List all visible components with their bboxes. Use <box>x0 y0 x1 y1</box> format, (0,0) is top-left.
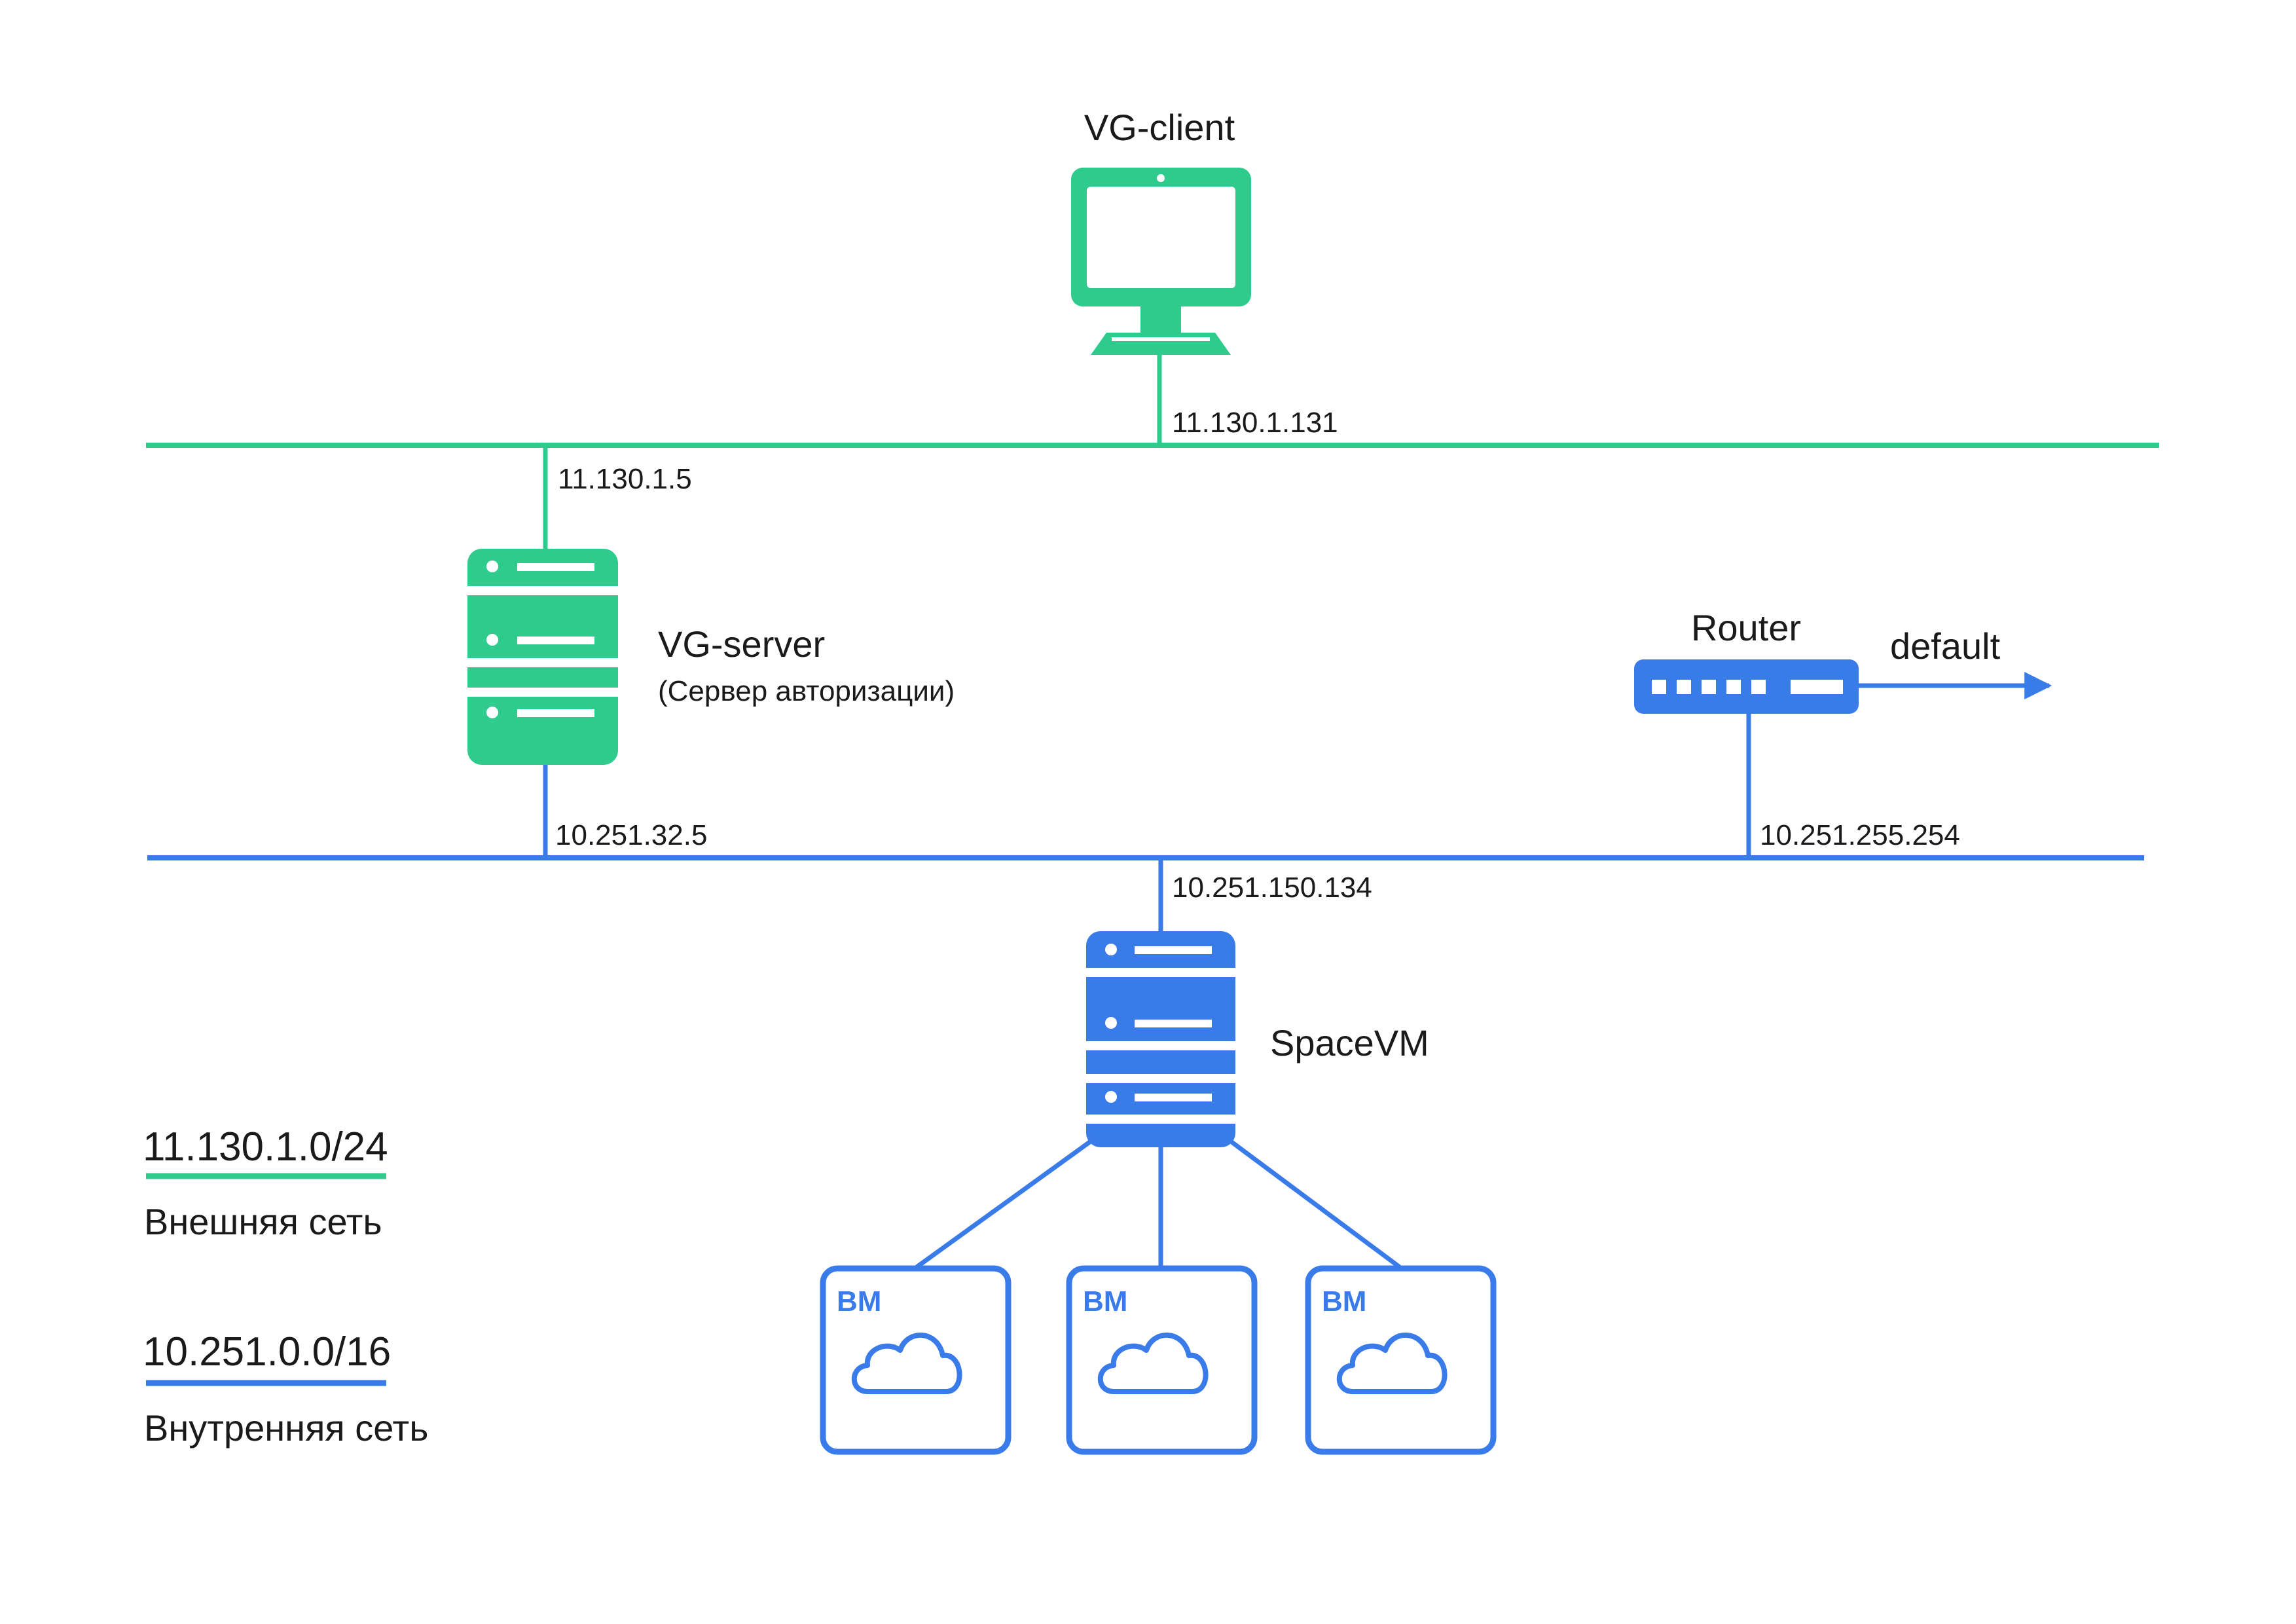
vm-link-3 <box>1226 1137 1402 1269</box>
cloud-icon <box>851 1333 962 1394</box>
legend-internal: 10.251.0.0/16 Внутренняя сеть <box>143 1329 428 1449</box>
router-name: Router <box>1691 607 1801 648</box>
vg-client-node[interactable]: VG-client <box>1071 107 1251 355</box>
vg-server-name: VG-server <box>658 623 825 665</box>
spacevm-node[interactable]: SpaceVM <box>1086 931 1429 1147</box>
vm-label: ВМ <box>1322 1285 1366 1318</box>
server-icon <box>1086 931 1235 1147</box>
legend-external-subnet: 11.130.1.0/24 <box>143 1124 388 1170</box>
monitor-icon <box>1071 168 1251 355</box>
router-node[interactable]: Router <box>1634 607 1859 714</box>
vm-node-3[interactable]: ВМ <box>1305 1265 1497 1455</box>
vm-label: ВМ <box>837 1285 881 1318</box>
vm-node-1[interactable]: ВМ <box>820 1265 1011 1455</box>
legend-internal-name: Внутренняя сеть <box>144 1407 428 1449</box>
router-icon <box>1634 659 1859 714</box>
router-route-label: default <box>1890 625 2001 667</box>
spacevm-name: SpaceVM <box>1270 1022 1429 1063</box>
legend-external: 11.130.1.0/24 Внешняя сеть <box>143 1124 388 1242</box>
server-icon <box>467 549 618 765</box>
vg-server-internal-ip: 10.251.32.5 <box>555 819 707 851</box>
legend-external-name: Внешняя сеть <box>144 1201 382 1242</box>
vm-node-2[interactable]: ВМ <box>1066 1265 1258 1455</box>
cloud-icon <box>1336 1333 1448 1394</box>
vg-server-subtitle: (Сервер авторизации) <box>658 675 955 707</box>
vg-server-external-ip: 11.130.1.5 <box>558 463 692 495</box>
vg-client-name: VG-client <box>1084 107 1235 148</box>
vm-label: ВМ <box>1083 1285 1127 1318</box>
legend-internal-subnet: 10.251.0.0/16 <box>143 1329 391 1375</box>
router-ip: 10.251.255.254 <box>1760 819 1960 851</box>
legend: 11.130.1.0/24 Внешняя сеть 10.251.0.0/16… <box>143 1124 428 1449</box>
vm-link-1 <box>915 1137 1095 1269</box>
vg-client-ip: 11.130.1.131 <box>1172 407 1338 439</box>
cloud-icon <box>1097 1333 1209 1394</box>
vg-server-node[interactable]: VG-server (Сервер авторизации) <box>467 549 955 765</box>
spacevm-ip: 10.251.150.134 <box>1172 872 1372 904</box>
